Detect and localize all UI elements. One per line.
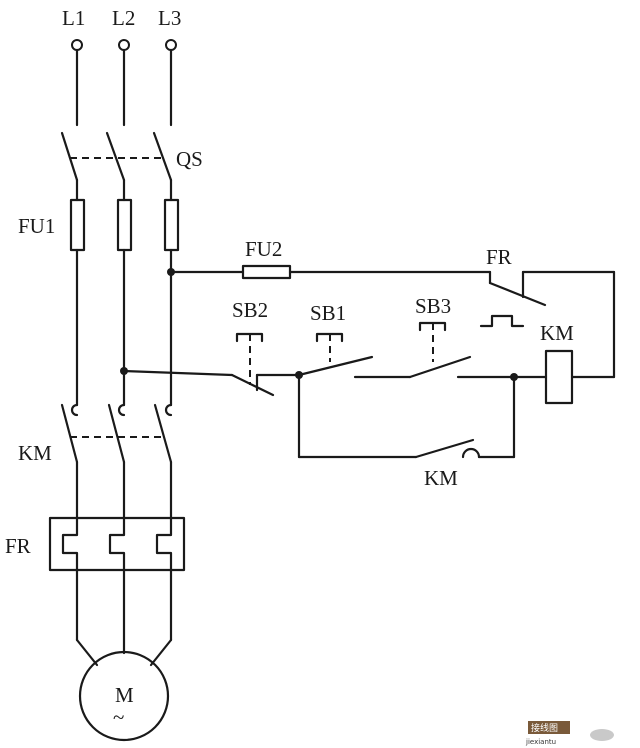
- km-coil: [544, 349, 574, 405]
- motor-feed: [75, 568, 173, 667]
- sb3-contact: [408, 355, 472, 379]
- fuse-l2: [116, 198, 133, 252]
- fr-thermal-actuator: [479, 314, 525, 328]
- phase-wires-top: [75, 48, 173, 127]
- label-l2: L2: [112, 6, 135, 30]
- watermark-badge: [528, 721, 570, 734]
- fr-housing: [48, 516, 186, 572]
- motor: M ~: [78, 650, 170, 742]
- terminal-l2: [118, 39, 130, 51]
- km-aux-contact: [414, 438, 475, 459]
- fu1-fuses: FU1: [18, 198, 180, 252]
- watermark-site: jiexiantu: [525, 738, 556, 746]
- fu2-fuse: [241, 264, 292, 280]
- label-l3: L3: [158, 6, 181, 30]
- watermark-brand: 接线图: [531, 722, 558, 734]
- watermark-logo: 接线图 jiexiantu: [525, 721, 614, 746]
- km-main-contacts: KM: [18, 403, 173, 465]
- label-qs: QS: [176, 147, 203, 171]
- fuse-l1: [69, 198, 86, 252]
- control-circuit: FU2 FR SB2 SB1 SB3: [120, 237, 616, 490]
- label-fu2: FU2: [245, 237, 282, 261]
- label-fr-contact: FR: [486, 245, 512, 269]
- phase-wires-mid: [75, 248, 173, 407]
- label-l1: L1: [62, 6, 85, 30]
- fuse-l3: [163, 198, 180, 252]
- label-km-main: KM: [18, 441, 52, 465]
- label-fu1: FU1: [18, 214, 55, 238]
- terminal-l3: [165, 39, 177, 51]
- label-km-aux: KM: [424, 466, 458, 490]
- label-fr-main: FR: [5, 534, 31, 558]
- label-km-coil: KM: [540, 321, 574, 345]
- supply-terminals: L1 L2 L3: [62, 6, 181, 51]
- motor-label: M: [115, 683, 134, 707]
- label-sb3: SB3: [415, 294, 451, 318]
- sb2-contact: [230, 373, 275, 397]
- motor-ac-symbol: ~: [113, 705, 124, 729]
- motor-circle: [78, 650, 170, 742]
- label-sb2: SB2: [232, 298, 268, 322]
- qs-switch: QS: [60, 131, 203, 182]
- label-sb1: SB1: [310, 301, 346, 325]
- sb1-contact: [297, 355, 374, 377]
- watermark-mark: [590, 729, 614, 741]
- fr-thermal-relay: FR: [5, 516, 186, 572]
- terminal-l1: [71, 39, 83, 51]
- fr-nc-contact: [488, 281, 547, 307]
